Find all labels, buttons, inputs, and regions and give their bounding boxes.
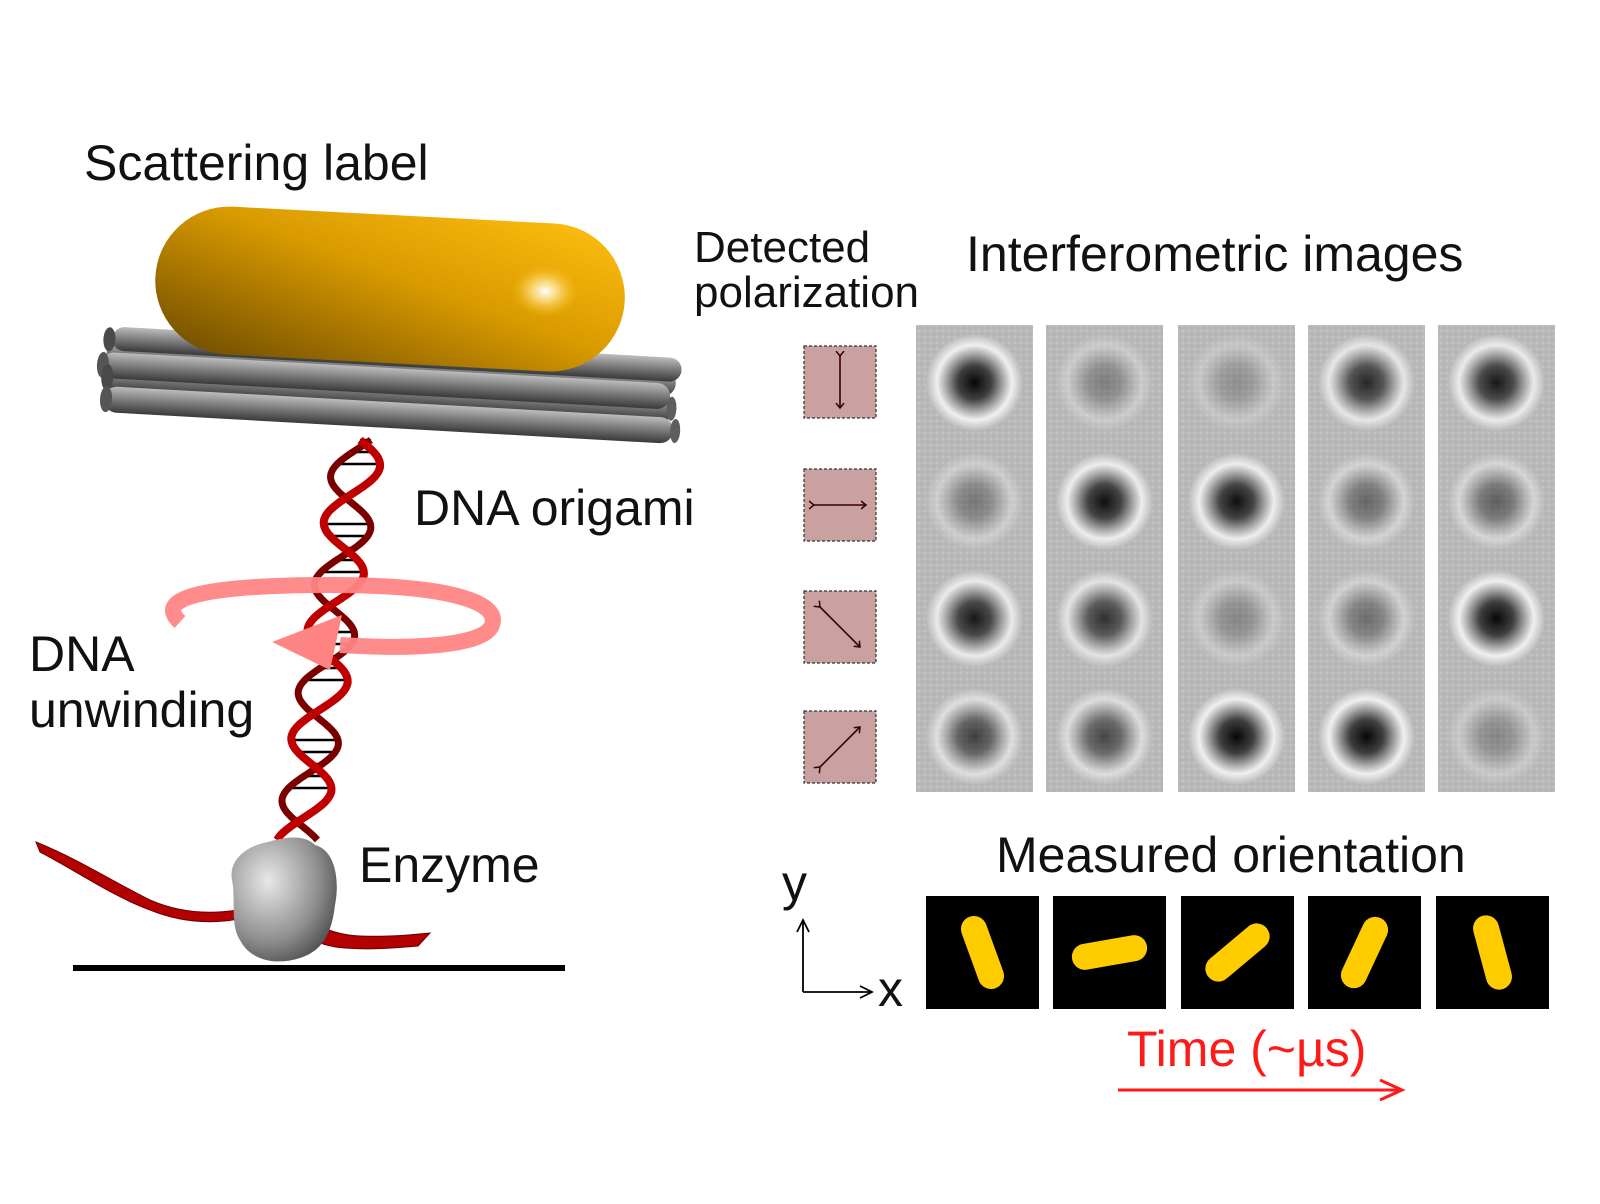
scattering-label-title: Scattering label — [84, 135, 429, 191]
psf-r3-c4 — [1318, 570, 1415, 667]
nanorod-orientation — [1071, 935, 1148, 970]
nanorod-orientation — [1205, 923, 1270, 982]
psf-r2-c5 — [1448, 453, 1545, 550]
xy-axes — [796, 917, 875, 999]
psf-r4-c2 — [1056, 688, 1153, 785]
psf-r1-c3 — [1188, 334, 1285, 431]
orientation-panel-1 — [926, 896, 1039, 1009]
psf-r1-c4 — [1318, 334, 1415, 431]
psf-r4-c3 — [1188, 688, 1285, 785]
psf-r3-c1 — [926, 570, 1023, 667]
axis-x-label: x — [878, 961, 903, 1017]
psf-r1-c2 — [1056, 334, 1153, 431]
detected-polarization-label-1: Detected — [694, 223, 871, 272]
psf-r3-c5 — [1448, 570, 1545, 667]
orientation-panel-4 — [1308, 896, 1421, 1009]
nanorod-orientation — [1473, 915, 1512, 990]
time-arrow — [1118, 1078, 1406, 1102]
polarizer-box-horizontal — [803, 468, 877, 542]
measured-orientation-strip — [926, 896, 1549, 1009]
gold-nanorod — [155, 206, 625, 372]
dna-unwinding-label-1: DNA — [29, 626, 135, 682]
psf-r2-c3 — [1188, 453, 1285, 550]
orientation-panel-2 — [1053, 896, 1166, 1009]
psf-r2-c1 — [926, 453, 1023, 550]
polarizer-box-diagonal-down — [803, 590, 877, 664]
measured-orientation-title: Measured orientation — [996, 827, 1466, 883]
psf-r3-c2 — [1056, 570, 1153, 667]
enzyme-blob — [231, 837, 337, 962]
psf-r2-c2 — [1056, 453, 1153, 550]
psf-r4-c5 — [1448, 688, 1545, 785]
axis-y-label: y — [782, 855, 807, 911]
dna-origami-label: DNA origami — [414, 480, 695, 536]
ssdna-ribbon — [35, 841, 432, 950]
unwinding-arrow — [165, 576, 501, 670]
time-label: Time (~µs) — [1127, 1021, 1367, 1077]
nanorod-orientation — [1340, 916, 1389, 989]
psf-r4-c4 — [1318, 688, 1415, 785]
nanorod-orientation — [960, 916, 1005, 989]
polarization-arrow — [820, 607, 860, 647]
enzyme-label: Enzyme — [359, 837, 540, 893]
dna-unwinding-label-2: unwinding — [29, 682, 255, 738]
psf-r2-c4 — [1318, 453, 1415, 550]
polarization-column — [803, 345, 877, 784]
psf-r1-c5 — [1448, 334, 1545, 431]
polarizer-box-vertical — [803, 345, 877, 419]
orientation-panel-5 — [1436, 896, 1549, 1009]
psf-r4-c1 — [926, 688, 1023, 785]
interferometric-images-title: Interferometric images — [966, 226, 1464, 282]
orientation-panel-3 — [1181, 896, 1294, 1009]
detected-polarization-label-2: polarization — [694, 268, 920, 317]
psf-r1-c1 — [926, 334, 1023, 431]
polarization-arrow — [820, 727, 860, 767]
psf-r3-c3 — [1188, 570, 1285, 667]
polarizer-box-diagonal-up — [803, 710, 877, 784]
interferometric-image-grid — [916, 325, 1555, 792]
